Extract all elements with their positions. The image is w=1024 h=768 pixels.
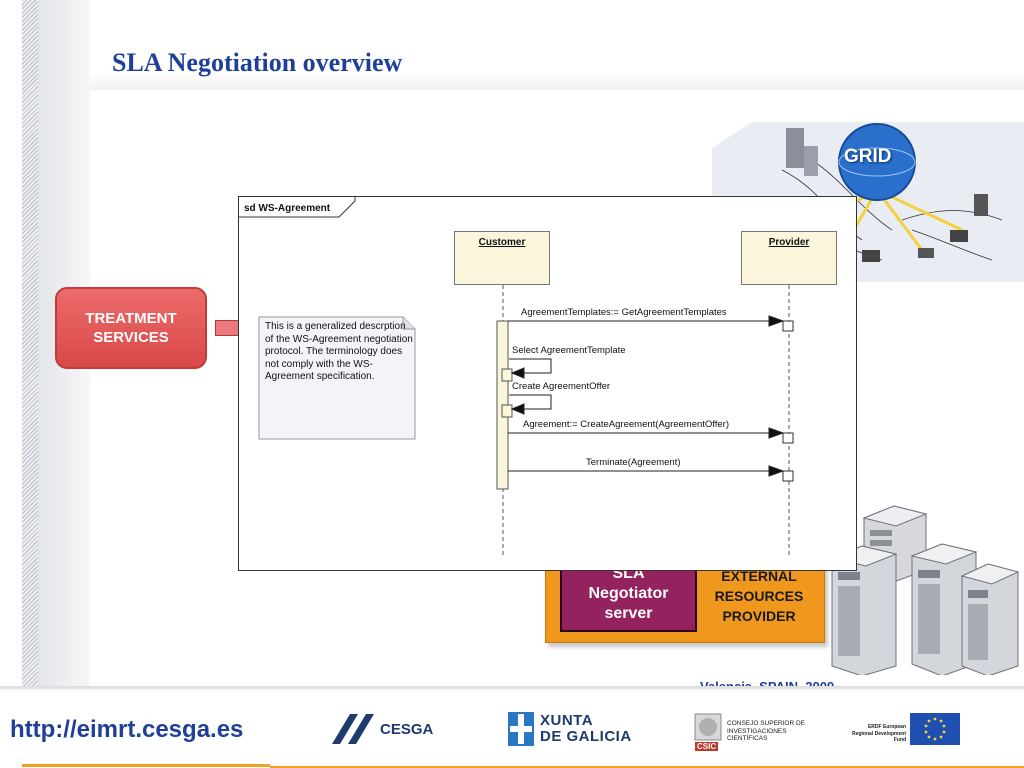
- erdf-logo: ERDF European Regional Development Fund: [850, 712, 962, 748]
- cesga-logo: CESGA: [328, 710, 448, 748]
- erdf-logo-text: ERDF European Regional Development Fund: [852, 724, 906, 743]
- external-provider-label: EXTERNAL RESOURCES PROVIDER: [714, 568, 804, 624]
- provider-activation-1: [782, 320, 794, 332]
- xunta-line1: XUNTA: [540, 712, 594, 729]
- slide-title: SLA Negotiation overview: [112, 48, 403, 77]
- sla-negotiator-box: SLA Negotiator server: [560, 560, 697, 632]
- message-label-3: Create AgreementOffer: [512, 381, 611, 392]
- csic-logo: CSIC CONSEJO SUPERIOR DE INVESTIGACIONES…: [693, 712, 833, 752]
- footer-accent-line-right: [270, 766, 1024, 768]
- provider-activation-2: [782, 432, 794, 444]
- footer-shadow: [0, 686, 1024, 692]
- treatment-services-box: TREATMENT SERVICES: [55, 287, 207, 369]
- customer-self-activation-1: [501, 368, 513, 382]
- message-label-2: Select AgreementTemplate: [512, 345, 626, 356]
- message-label-5: Terminate(Agreement): [586, 457, 681, 468]
- sla-negotiator-label: SLA Negotiator server: [588, 565, 669, 622]
- xunta-logo: XUNTA DE GALICIA: [508, 712, 638, 748]
- frame-label-tab: [239, 197, 356, 218]
- left-decorative-stripe: [22, 0, 38, 690]
- cesga-logo-icon: [332, 714, 374, 744]
- header-background: [90, 0, 1024, 90]
- provider-lifeline-head: Provider: [741, 231, 837, 285]
- csic-logo-text: CONSEJO SUPERIOR DE INVESTIGACIONES CIEN…: [727, 720, 806, 742]
- message-label-4: Agreement:= CreateAgreement(AgreementOff…: [523, 419, 730, 430]
- sequence-diagram-frame: sd WS-Agreement Customer Provider Agreem…: [238, 196, 857, 571]
- eu-flag-icon: [910, 713, 960, 745]
- provider-activation-3: [782, 470, 794, 482]
- note-text: This is a generalized descrption of the …: [265, 321, 413, 382]
- xunta-line2: DE GALICIA: [540, 728, 632, 745]
- provider-lifeline-name: Provider: [768, 237, 810, 248]
- csic-mark: CSIC: [695, 742, 719, 751]
- server-rack-illustration: [830, 500, 1020, 677]
- treatment-services-label: TREATMENT SERVICES: [85, 310, 177, 346]
- message-arrow-2: [509, 358, 552, 374]
- message-arrow-3: [509, 394, 552, 410]
- footer-accent-line-left: [22, 764, 270, 767]
- message-label-1: AgreementTemplates:= GetAgreementTemplat…: [521, 307, 727, 318]
- customer-lifeline-head: Customer: [454, 231, 550, 285]
- sequence-diagram-label: sd WS-Agreement: [244, 203, 331, 214]
- customer-lifeline-name: Customer: [478, 237, 526, 248]
- cesga-logo-text: CESGA: [380, 721, 434, 738]
- csic-emblem-icon: [694, 713, 722, 741]
- customer-self-activation-2: [501, 404, 513, 418]
- grid-label: GRID: [844, 146, 892, 167]
- xunta-logo-text: XUNTA DE GALICIA: [540, 713, 632, 745]
- note-box: [258, 316, 416, 440]
- project-url-link[interactable]: http://eimrt.cesga.es: [10, 716, 244, 743]
- xunta-shield-icon: [508, 712, 534, 746]
